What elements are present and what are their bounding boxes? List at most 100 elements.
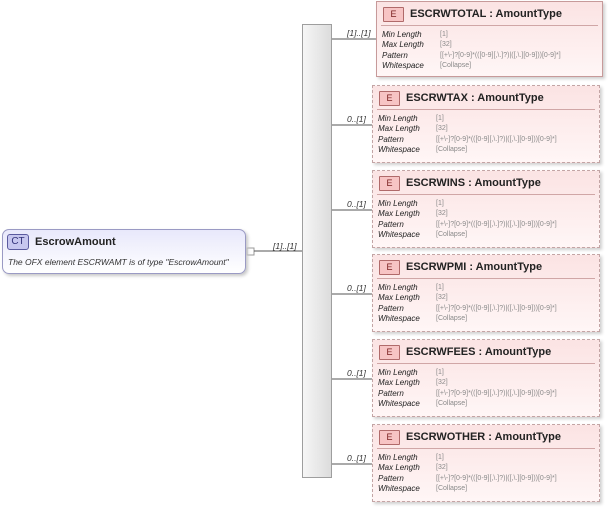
- facet-name: Whitespace: [378, 314, 420, 324]
- facet-value: [32]: [436, 379, 448, 387]
- facet-name: Min Length: [378, 452, 418, 462]
- element-divider: [381, 25, 598, 26]
- element-title: ESCRWTOTAL : AmountType: [410, 8, 562, 20]
- facet-name: Max Length: [378, 463, 420, 473]
- facet-value: [[+\-]?[0-9]*(([0-9][,\.]?)|([,\.][0-9])…: [436, 304, 557, 312]
- facet-name: Max Length: [382, 40, 424, 50]
- sequence-multiplicity: [1]..[1]: [273, 241, 297, 251]
- facet-row: Pattern [[+\-]?[0-9]*(([0-9][,\.]?)|([,\.…: [378, 219, 557, 230]
- facet-row: Whitespace [Collapse]: [382, 61, 561, 72]
- facet-value: [Collapse]: [436, 315, 468, 323]
- facet-name: Pattern: [378, 303, 404, 313]
- facet-value: [[+\-]?[0-9]*(([0-9][,\.]?)|([,\.][0-9])…: [436, 474, 557, 482]
- element-divider: [377, 363, 595, 364]
- element-facets: Min Length[1]Max Length[32]Pattern [[+\-]…: [378, 198, 557, 240]
- facet-name: Pattern: [378, 388, 404, 398]
- facet-value: [Collapse]: [436, 485, 468, 493]
- facet-row: Min Length [1]: [378, 452, 557, 463]
- facet-row: Max Length[32]: [378, 378, 557, 389]
- element-title: ESCRWTAX : AmountType: [406, 92, 544, 104]
- facet-row: Whitespace[Collapse]: [378, 230, 557, 241]
- facet-row: Pattern [[+\-]?[0-9]*(([0-9][,\.]?)|([,\.…: [382, 50, 561, 61]
- element-divider: [377, 448, 595, 449]
- complex-type-name: EscrowAmount: [35, 236, 116, 248]
- element-facets: Min Length[1]Max Length[32]Pattern [[+\-]…: [378, 367, 557, 409]
- facet-value: [Collapse]: [436, 146, 468, 154]
- complex-type-box[interactable]: CT EscrowAmount The OFX element ESCRWAMT…: [2, 229, 246, 274]
- facet-row: Pattern[[+\-]?[0-9]*(([0-9][,\.]?)|([,\.…: [378, 473, 557, 484]
- facet-name: Pattern: [378, 219, 404, 229]
- facet-row: Min Length [1]: [378, 113, 557, 124]
- facet-row: Max Length[32]: [378, 209, 557, 220]
- facet-row: Whitespace [Collapse]: [378, 484, 557, 495]
- element-badge: E: [379, 429, 400, 445]
- element-title: ESCRWOTHER : AmountType: [406, 431, 562, 443]
- element-multiplicity: 0..[1]: [347, 114, 366, 124]
- element-badge: E: [379, 344, 400, 360]
- facet-name: Pattern: [382, 50, 408, 60]
- element-facets: Min Length [1] Max Length [32] Pattern [[+\-]…: [382, 29, 561, 71]
- element-facets: Min Length [1] Max Length[32]Pattern[[+\-]…: [378, 452, 557, 494]
- facet-row: Min Length[1]: [378, 282, 557, 293]
- ct-expand-handle: [246, 247, 255, 256]
- facet-row: Whitespace [Collapse]: [378, 314, 557, 325]
- element-header: E ESCRWPMI : AmountType: [379, 259, 543, 275]
- facet-row: Max Length[32]: [378, 463, 557, 474]
- facet-row: Min Length[1]: [378, 367, 557, 378]
- facet-value: [[+\-]?[0-9]*(([0-9][,\.]?)|([,\.][0-9])…: [436, 220, 557, 228]
- element-multiplicity: 0..[1]: [347, 453, 366, 463]
- facet-value: [Collapse]: [436, 400, 468, 408]
- facet-name: Max Length: [378, 209, 420, 219]
- element-badge: E: [379, 90, 400, 106]
- element-header: E ESCRWOTHER : AmountType: [379, 429, 562, 445]
- facet-row: Pattern [[+\-]?[0-9]*(([0-9][,\.]?)|([,\.…: [378, 388, 557, 399]
- facet-value: [Collapse]: [440, 62, 472, 70]
- element-divider: [377, 109, 595, 110]
- facet-row: Min Length [1]: [382, 29, 561, 40]
- facet-row: Max Length[32]: [378, 124, 557, 135]
- element-facets: Min Length[1]Max Length[32]Pattern[[+\-]…: [378, 282, 557, 324]
- facet-row: Whitespace[Collapse]: [378, 399, 557, 410]
- facet-name: Pattern: [378, 134, 404, 144]
- element-title: ESCRWINS : AmountType: [406, 177, 541, 189]
- element-multiplicity: [1]..[1]: [347, 28, 371, 38]
- facet-row: Max Length [32]: [382, 40, 561, 51]
- facet-name: Min Length: [378, 113, 418, 123]
- element-header: E ESCRWFEES : AmountType: [379, 344, 552, 360]
- facet-name: Whitespace: [378, 484, 420, 494]
- facet-name: Min Length: [382, 29, 422, 39]
- facet-value: [32]: [440, 41, 452, 49]
- element-facets: Min Length [1] Max Length[32]Pattern [[+\-]…: [378, 113, 557, 155]
- facet-row: Min Length[1]: [378, 198, 557, 209]
- element-multiplicity: 0..[1]: [347, 368, 366, 378]
- facet-value: [[+\-]?[0-9]*(([0-9][,\.]?)|([,\.][0-9])…: [436, 389, 557, 397]
- facet-value: [1]: [436, 453, 444, 461]
- complex-type-description: The OFX element ESCRWAMT is of type "Esc…: [8, 257, 229, 267]
- element-header: E ESCRWINS : AmountType: [379, 175, 541, 191]
- facet-value: [1]: [436, 114, 444, 122]
- facet-value: [1]: [436, 199, 444, 207]
- element-divider: [377, 194, 595, 195]
- complex-type-header: CT EscrowAmount: [7, 234, 116, 250]
- facet-row: Pattern [[+\-]?[0-9]*(([0-9][,\.]?)|([,\.…: [378, 134, 557, 145]
- element-title: ESCRWFEES : AmountType: [406, 346, 552, 358]
- facet-name: Whitespace: [382, 61, 424, 71]
- facet-value: [[+\-]?[0-9]*(([0-9][,\.]?)|([,\.][0-9])…: [440, 51, 561, 59]
- facet-value: [1]: [440, 30, 448, 38]
- element-badge: E: [379, 259, 400, 275]
- element-badge: E: [379, 175, 400, 191]
- sequence-compositor[interactable]: [302, 24, 332, 478]
- complex-type-badge: CT: [7, 234, 29, 250]
- facet-value: [[+\-]?[0-9]*(([0-9][,\.]?)|([,\.][0-9])…: [436, 135, 557, 143]
- facet-value: [1]: [436, 368, 444, 376]
- element-title: ESCRWPMI : AmountType: [406, 261, 543, 273]
- facet-name: Whitespace: [378, 230, 420, 240]
